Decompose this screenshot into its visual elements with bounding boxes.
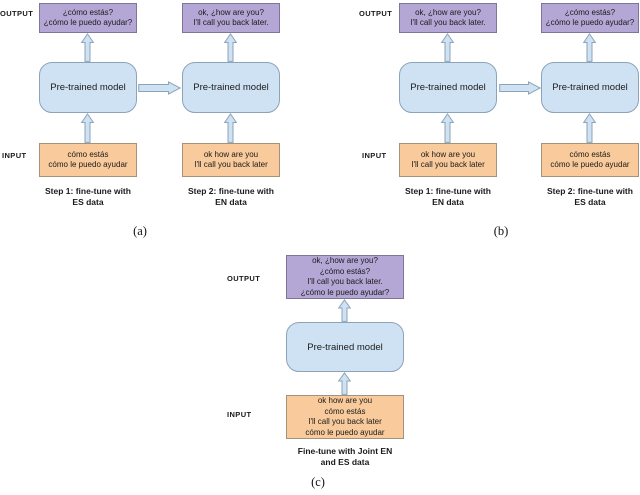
input-text-line: cómo estás [67, 149, 109, 159]
output-text-line: ok, ¿how are you? [312, 256, 378, 265]
input-box: ok how are you I'll call you back later [399, 143, 497, 177]
input-text-line: ok how are you [317, 396, 373, 405]
output-text-line: ¿cómo le puedo ayudar? [545, 18, 635, 27]
input-text-line: ok how are you [203, 149, 259, 159]
output-box: ok, ¿how are you? I'll call you back lat… [182, 3, 280, 33]
output-text-line: ok, ¿how are you? [415, 7, 481, 17]
output-text-line: ¿cómo estás? [62, 7, 114, 17]
input-text-line: cómo le puedo ayudar [550, 160, 630, 169]
pretrained-model-box: Pre-trained model [286, 322, 404, 372]
up-arrow-icon [583, 113, 596, 143]
input-label: INPUT [227, 410, 252, 419]
output-text-line: ¿cómo le puedo ayudar? [300, 287, 390, 297]
up-arrow-icon [81, 113, 94, 143]
step-caption: Step 2: fine-tune with ES data [530, 186, 640, 208]
output-box: ¿cómo estás? ¿cómo le puedo ayudar? [39, 3, 137, 33]
pretrained-model-box: Pre-trained model [39, 62, 137, 113]
input-text-line: cómo le puedo ayudar [48, 160, 128, 169]
input-text-line: cómo estás [324, 406, 366, 416]
up-arrow-icon [224, 113, 237, 143]
input-text-line: I'll call you back later [411, 160, 485, 169]
output-label: OUTPUT [0, 9, 34, 18]
input-box: ok how are you cómo estás I'll call you … [286, 395, 404, 439]
step-caption: Step 2: fine-tune with EN data [171, 186, 291, 208]
input-text-line: I'll call you back later [194, 160, 268, 169]
right-arrow-icon [499, 81, 541, 95]
up-arrow-icon [338, 372, 351, 395]
caption-line: ES data [72, 197, 104, 207]
input-label: INPUT [2, 151, 27, 160]
input-text-line: I'll call you back later [308, 417, 382, 426]
output-box: ¿cómo estás? ¿cómo le puedo ayudar? [541, 3, 639, 33]
output-text-line: I'll call you back later. [307, 277, 383, 286]
up-arrow-icon [441, 113, 454, 143]
output-label: OUTPUT [359, 9, 393, 18]
pretrained-model-box: Pre-trained model [182, 62, 280, 113]
pretrained-model-box: Pre-trained model [541, 62, 639, 113]
caption-line: Step 1: fine-tune with [405, 186, 491, 196]
output-box: ok, ¿how are you? I'll call you back lat… [399, 3, 497, 33]
input-box: cómo estás cómo le puedo ayudar [39, 143, 137, 177]
caption-line: EN data [432, 197, 464, 207]
output-label: OUTPUT [227, 274, 261, 283]
step-caption: Step 1: fine-tune with ES data [28, 186, 148, 208]
caption-line: ES data [574, 197, 606, 207]
caption-line: Step 2: fine-tune with [547, 186, 633, 196]
input-box: cómo estás cómo le puedo ayudar [541, 143, 639, 177]
output-text-line: ok, ¿how are you? [198, 7, 264, 17]
output-text-line: ¿cómo le puedo ayudar? [43, 18, 133, 27]
input-text-line: cómo estás [569, 149, 611, 159]
input-text-line: ok how are you [420, 149, 476, 159]
panel-label-a: (a) [133, 224, 147, 238]
input-text-line: cómo le puedo ayudar [305, 427, 385, 437]
output-text-line: I'll call you back later. [193, 18, 269, 27]
up-arrow-icon [583, 33, 596, 62]
output-box: ok, ¿how are you? ¿cómo estás? I'll call… [286, 255, 404, 299]
step-caption: Fine-tune with Joint EN and ES data [285, 446, 405, 468]
output-text-line: ¿cómo estás? [564, 7, 616, 17]
right-arrow-icon [138, 81, 181, 95]
panel-label-c: (c) [311, 475, 325, 489]
pretrained-model-box: Pre-trained model [399, 62, 497, 113]
caption-line: Step 2: fine-tune with [188, 186, 274, 196]
caption-line: and ES data [320, 457, 370, 467]
output-text-line: ¿cómo estás? [319, 266, 371, 276]
up-arrow-icon [224, 33, 237, 62]
output-text-line: I'll call you back later. [410, 18, 486, 27]
panel-label-b: (b) [493, 224, 509, 238]
input-label: INPUT [362, 151, 387, 160]
step-caption: Step 1: fine-tune with EN data [388, 186, 508, 208]
caption-line: EN data [215, 197, 247, 207]
up-arrow-icon [81, 33, 94, 62]
input-box: ok how are you I'll call you back later [182, 143, 280, 177]
up-arrow-icon [338, 299, 351, 322]
caption-line: Fine-tune with Joint EN [297, 446, 393, 456]
up-arrow-icon [441, 33, 454, 62]
caption-line: Step 1: fine-tune with [45, 186, 131, 196]
